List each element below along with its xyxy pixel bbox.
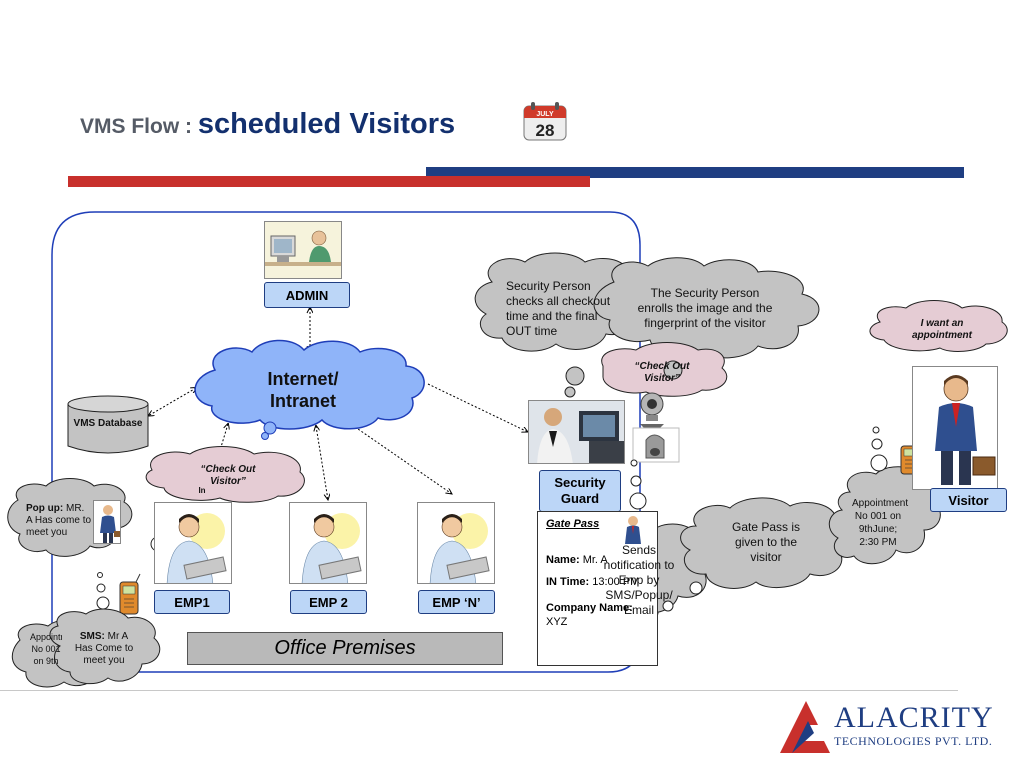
company-logo: ALACRITY TECHNOLOGIES PVT. LTD.	[778, 697, 1013, 755]
appointment-no-text: Appointment No 001 on 9thJune; 2:30 PM	[852, 498, 909, 548]
popup-text: Pop up: MR. A Has come to meet you	[26, 503, 92, 538]
vms-database-label: VMS Database	[73, 418, 143, 429]
connector-internet-empn	[345, 420, 452, 494]
logo-name: ALACRITY	[834, 701, 994, 734]
checkout-emp-text: “Check Out Visitor”	[200, 464, 256, 487]
internet-label: Internet/ Intranet	[267, 369, 339, 411]
connector-internet-emp2	[316, 426, 328, 500]
emp2-image	[289, 502, 367, 584]
blue-divider	[426, 167, 964, 178]
checkout-guard-text: “Check Out Visitor”	[634, 361, 690, 384]
admin-label: ADMIN	[264, 282, 350, 308]
footer-divider	[0, 690, 958, 691]
security-guard-label: Security Guard	[539, 470, 621, 512]
visitor-image	[912, 366, 998, 490]
emp1-label: EMP1	[154, 590, 230, 614]
connector-internet-db	[148, 388, 196, 416]
gate-pass-photo	[622, 514, 644, 544]
sends-notification-text: Sends notification to Emp by SMS/Popup/ …	[603, 543, 675, 617]
internet-cloud	[194, 339, 425, 430]
gate-pass-title: Gate Pass	[546, 518, 600, 530]
checkout-emp-bubble	[145, 446, 305, 503]
fingerprint-scanner-icon	[632, 427, 680, 463]
admin-person-image	[264, 221, 342, 279]
connector-internet-guard	[427, 383, 528, 432]
emp2-label: EMP 2	[290, 590, 367, 614]
gate-pass-company: Company Name: XYZ	[546, 602, 633, 628]
title-prefix: VMS Flow :	[80, 115, 198, 138]
logo-mark-icon	[780, 701, 830, 753]
empn-image	[417, 502, 495, 584]
security-checks-text: Security Person checks all checkout time…	[506, 279, 611, 338]
calendar-day: 28	[536, 121, 555, 140]
title-main: scheduled Visitors	[197, 108, 456, 140]
mobile-phone-icon	[119, 573, 141, 615]
gate-pass-given-bubble	[680, 497, 853, 589]
gate-pass-name: Name: Mr. A	[546, 554, 608, 566]
i-want-appointment-bubble	[869, 300, 1008, 352]
database-icon	[67, 395, 149, 454]
office-premises-label: Office Premises	[187, 632, 503, 665]
calendar-icon: JULY 28	[523, 102, 567, 141]
slide-title: VMS Flow : scheduled Visitors	[80, 108, 455, 141]
calendar-month: JULY	[536, 111, 554, 118]
sms-text: SMS: Mr A Has Come to meet you	[74, 631, 134, 666]
security-enrolls-bubble	[593, 257, 820, 359]
sms-bubble	[49, 608, 161, 685]
webcam-icon	[640, 392, 664, 428]
back-appointment-text: Appointment No 001 on 9th	[30, 632, 62, 666]
red-divider	[68, 176, 590, 187]
emp-bubble-fragment: In	[198, 486, 206, 495]
visitor-label: Visitor	[930, 488, 1007, 512]
i-want-appointment-text: I want an appointment	[912, 318, 972, 341]
security-guard-image	[528, 400, 625, 464]
appointment-bubble	[828, 466, 941, 565]
empn-label: EMP ‘N’	[418, 590, 495, 614]
gate-pass-in-time: IN Time: 13:00 PM	[546, 576, 640, 588]
emp1-image	[154, 502, 232, 584]
logo-subtitle: TECHNOLOGIES PVT. LTD.	[834, 734, 993, 748]
gate-pass-given-text: Gate Pass is given to the visitor	[731, 520, 801, 564]
popup-visitor-icon	[93, 500, 121, 544]
security-enrolls-text: The Security Person enrolls the image an…	[637, 286, 773, 330]
